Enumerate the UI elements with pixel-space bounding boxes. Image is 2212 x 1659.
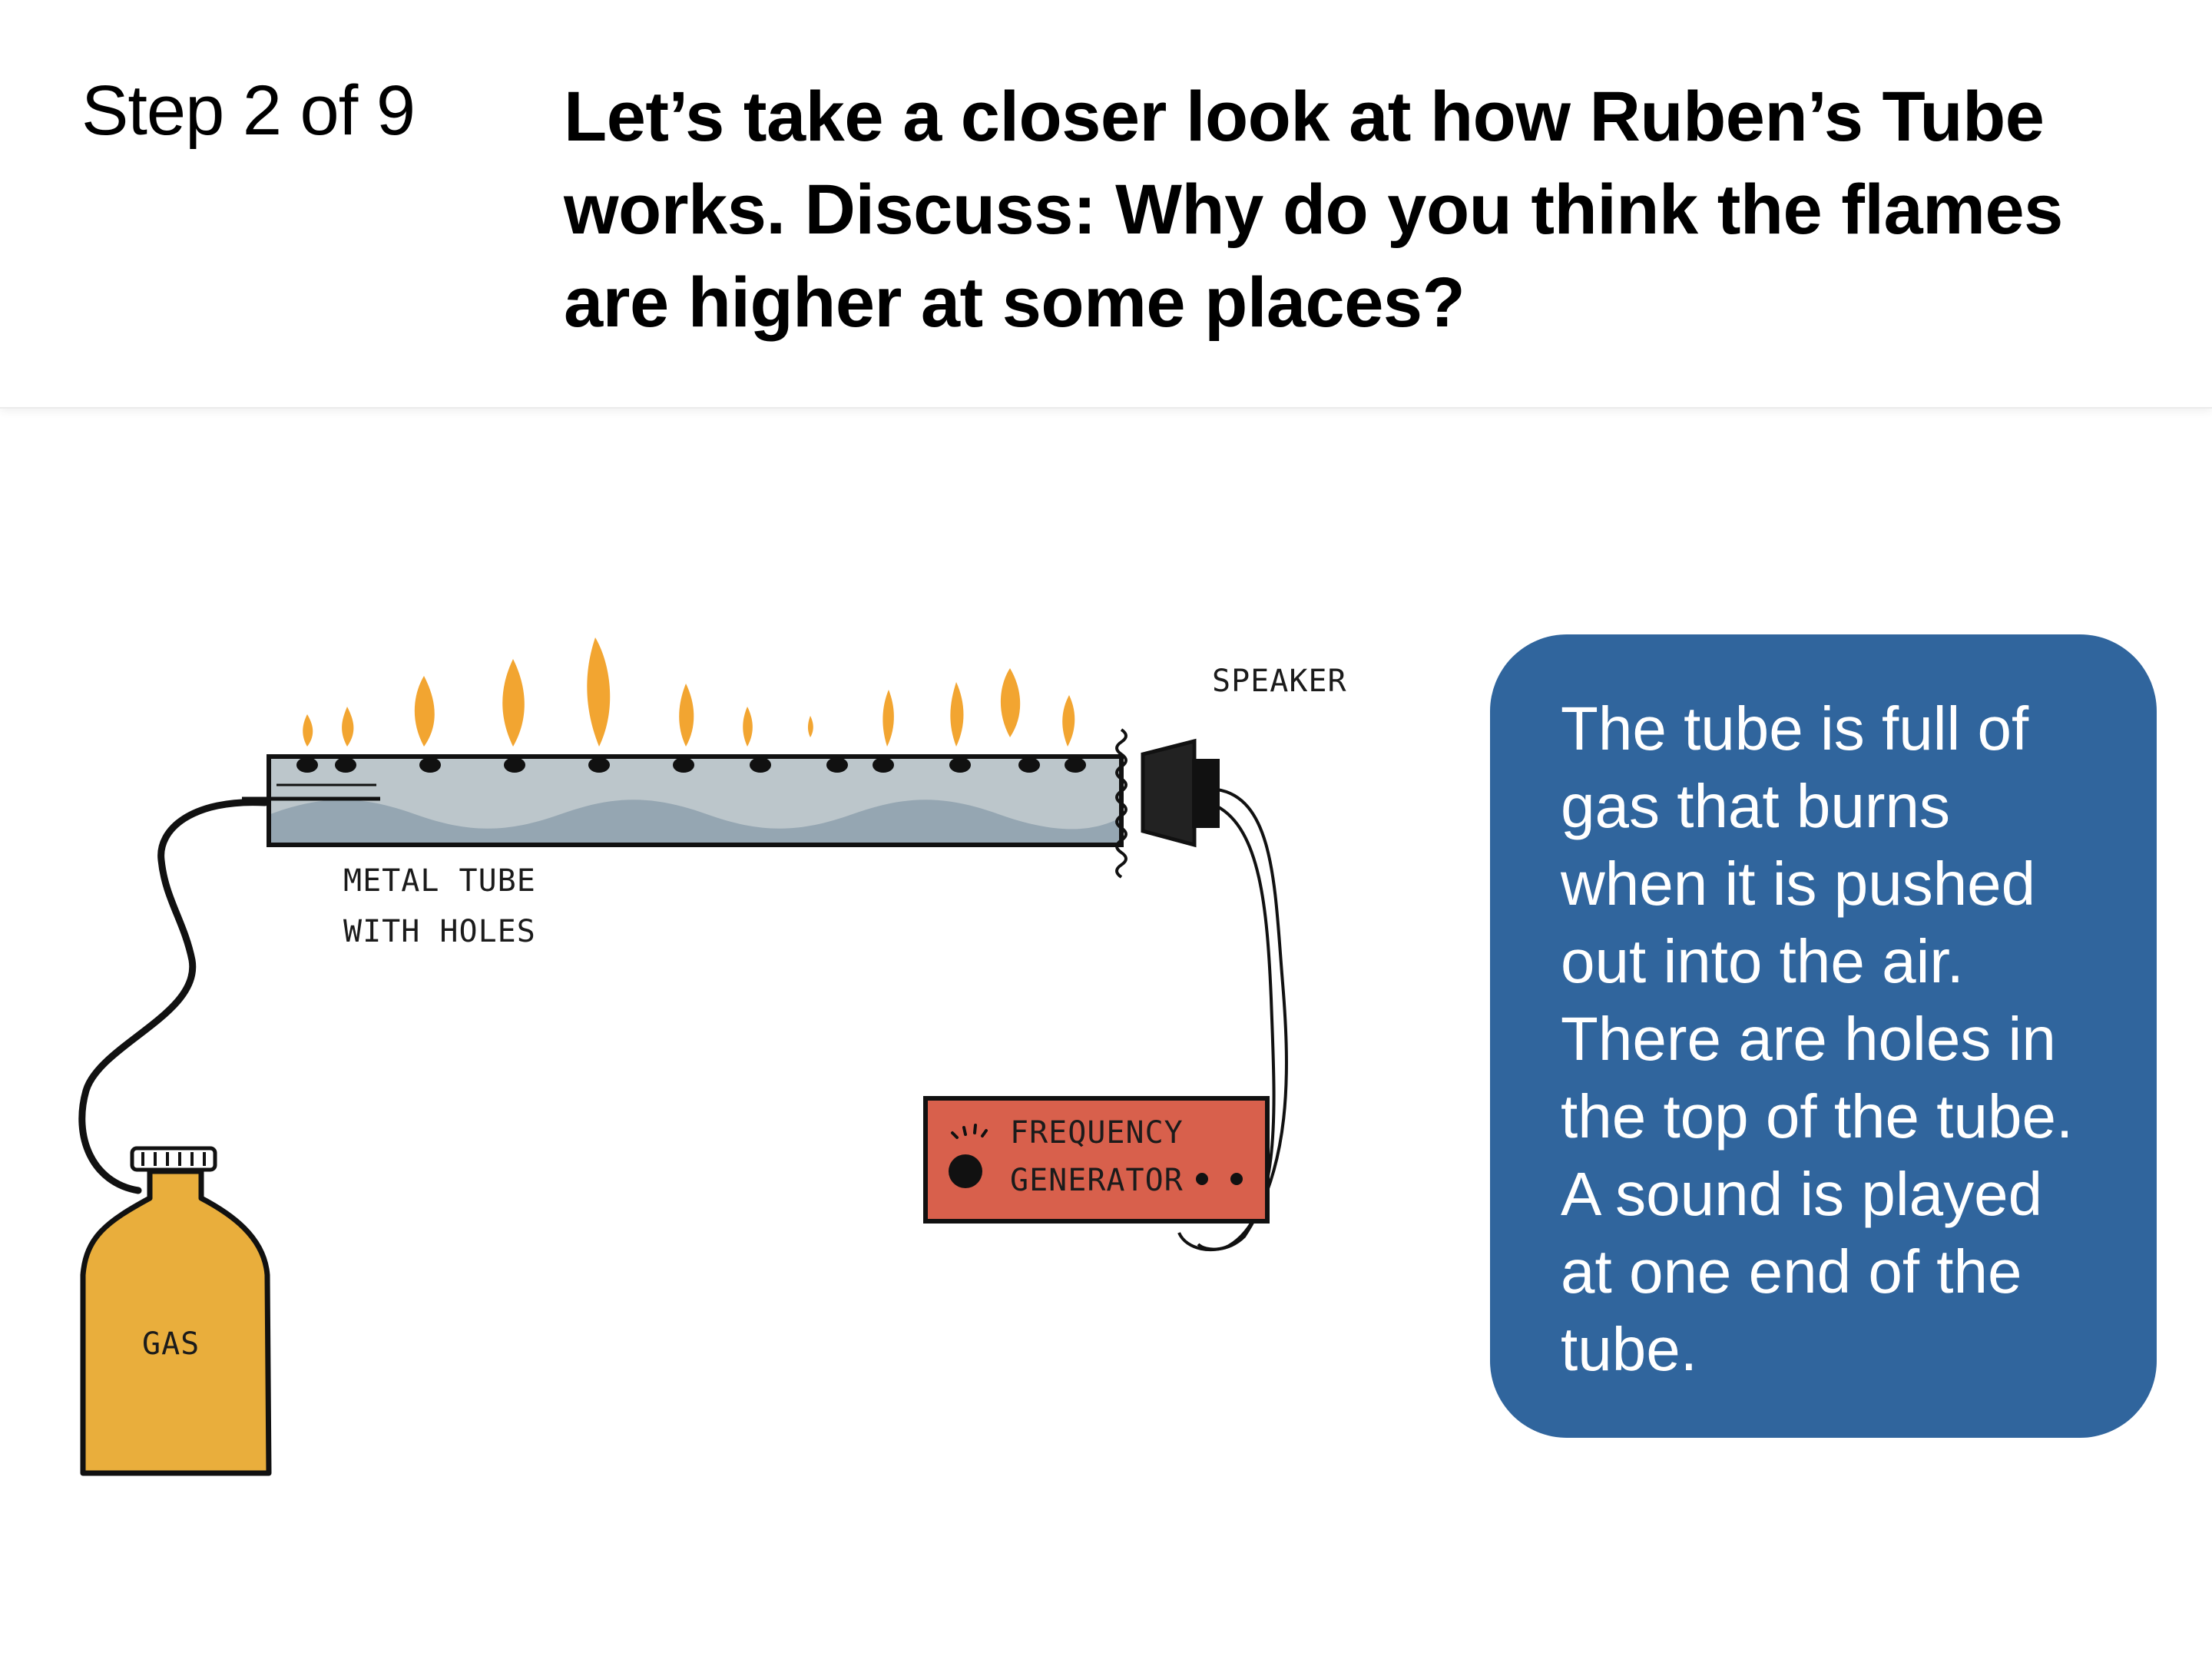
flame [679, 684, 694, 747]
metal-tube-label-line1: METAL TUBE [343, 863, 536, 899]
flame [807, 716, 813, 737]
flame [502, 659, 525, 747]
frequency-generator: FREQUENCY GENERATOR [923, 1096, 1270, 1224]
gas-tank: GAS [80, 1146, 272, 1476]
flame [342, 707, 354, 747]
speaker-label: SPEAKER [1212, 664, 1347, 699]
metal-tube [242, 754, 1124, 847]
flame [414, 676, 435, 747]
flames [303, 637, 1075, 747]
flame [882, 690, 894, 747]
standing-wave [270, 800, 1120, 843]
speaker-cable [1197, 788, 1288, 1251]
info-card-text: The tube is full of gas that burns when … [1561, 694, 2074, 1383]
step-counter: Step 2 of 9 [81, 71, 416, 150]
tube-holes [296, 757, 1086, 773]
flame [950, 682, 964, 747]
flame [743, 707, 753, 747]
gas-hose [78, 799, 269, 1194]
frequency-label-line1: FREQUENCY [1010, 1115, 1184, 1151]
dial-icon [949, 1154, 982, 1188]
step-prompt: Let’s take a closer look at how Ruben’s … [564, 78, 2063, 342]
gas-label: GAS [142, 1326, 200, 1362]
flame [1000, 668, 1021, 737]
flame [587, 637, 611, 747]
speaker-icon [1141, 738, 1220, 848]
rubens-tube-illustration: FREQUENCY GENERATOR GAS SPEAKER METAL TU… [78, 637, 1347, 1476]
flame [303, 714, 313, 747]
signal-icon [951, 1124, 988, 1139]
sound-wave [1115, 728, 1128, 879]
speaker-cable [1177, 805, 1276, 1252]
flame [1062, 695, 1075, 747]
frequency-label-line2: GENERATOR [1010, 1163, 1184, 1198]
metal-tube-label-line2: WITH HOLES [343, 914, 536, 949]
info-card: The tube is full of gas that burns when … [1490, 634, 2157, 1438]
step-header: Step 2 of 9 Let’s take a closer look at … [0, 0, 2212, 409]
